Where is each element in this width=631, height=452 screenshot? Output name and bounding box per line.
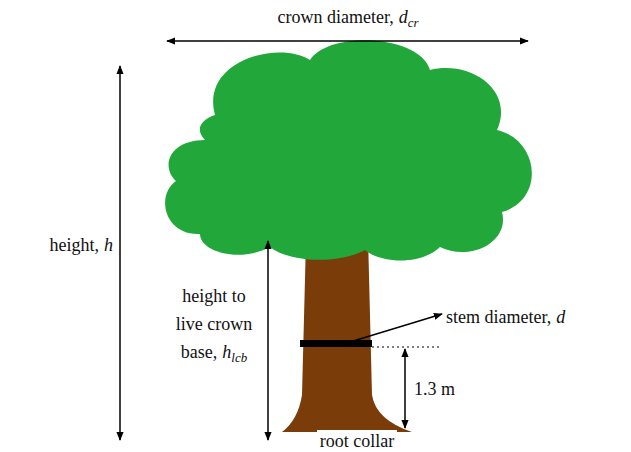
breast-height-label: 1.3 m xyxy=(414,378,455,400)
crown-base-arrow xyxy=(267,241,269,440)
stem-diameter-leader xyxy=(350,314,442,342)
dimension-label: root collar xyxy=(320,431,394,451)
breast-height-arrow xyxy=(404,349,406,428)
stem-diameter-bar xyxy=(300,340,372,347)
height-arrow xyxy=(119,66,121,440)
root-collar-label: root collar xyxy=(317,430,397,452)
dimension-label: h xyxy=(104,235,113,255)
dimension-label: d xyxy=(399,7,408,27)
tree-trunk xyxy=(282,236,412,432)
dimension-label: stem diameter, xyxy=(446,307,551,327)
dimension-label: 1.3 m xyxy=(414,379,455,399)
dimension-label: lcb xyxy=(231,350,247,365)
breast-height-dotted-line xyxy=(372,346,440,347)
dimension-label: height, xyxy=(50,235,100,255)
dimension-label: cr xyxy=(408,15,419,30)
dimension-label: h xyxy=(222,342,231,362)
crown-base-label: height to live crown base,hlcb xyxy=(168,282,260,372)
stem-diameter-label: stem diameter,d xyxy=(446,306,565,328)
crown-diameter-arrow xyxy=(167,40,528,42)
height-label: height,h xyxy=(50,234,114,256)
tree-crown xyxy=(165,40,532,260)
dimension-label: d xyxy=(556,307,565,327)
crown-diameter-label: crown diameter, dcr xyxy=(277,6,418,34)
dimension-label: crown diameter, xyxy=(277,7,393,27)
